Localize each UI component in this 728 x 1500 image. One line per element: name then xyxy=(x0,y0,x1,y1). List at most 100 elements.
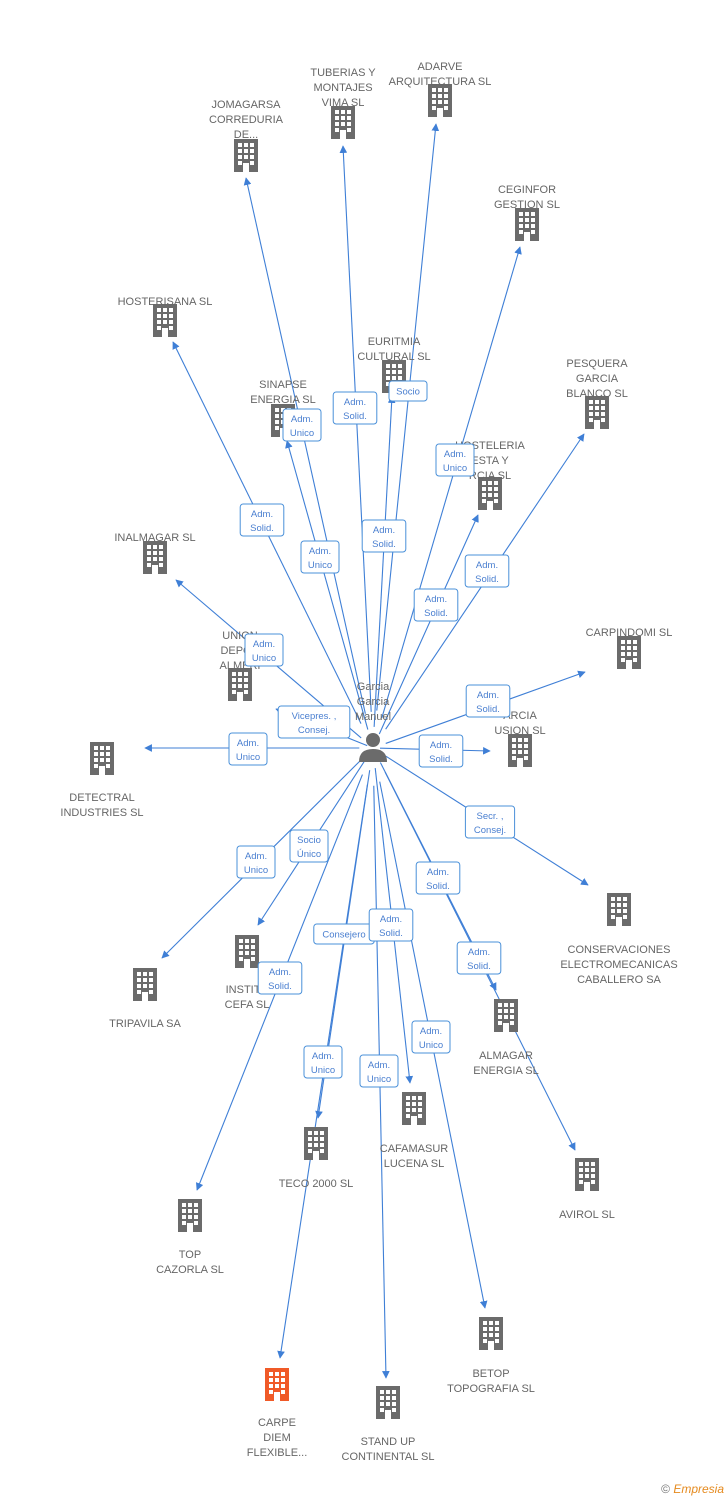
company-label-garciafusion: ARCIA xyxy=(503,710,537,722)
company-label-adarve: ADARVE xyxy=(417,61,462,73)
role-text: Adm. xyxy=(245,851,267,862)
role-badge-standup[interactable]: Adm.Unico xyxy=(359,1054,399,1088)
role-box xyxy=(244,633,284,667)
company-label-ceginfor: CEGINFOR xyxy=(498,184,556,196)
center-person-label: Manuel xyxy=(355,711,391,723)
role-badge-carpediem[interactable]: Consejero xyxy=(313,923,375,945)
company-label-tuberias: MONTAJES xyxy=(313,82,372,94)
role-badge-adarve[interactable]: Socio xyxy=(388,380,428,402)
role-text: Adm. xyxy=(269,967,291,978)
role-badge-inalmagar[interactable]: Adm.Unico xyxy=(244,633,284,667)
company-node-carpediem[interactable]: CARPEDIEMFLEXIBLE... xyxy=(247,1368,308,1459)
role-badge-sinapse[interactable]: Adm.Unico xyxy=(282,408,322,442)
building-icon xyxy=(143,541,167,574)
role-badge-detectral[interactable]: Adm.Unico xyxy=(228,732,268,766)
company-label-detectral: DETECTRAL xyxy=(69,792,134,804)
role-box xyxy=(282,408,322,442)
footer-brand: © Empresia xyxy=(661,1482,724,1496)
role-box xyxy=(435,443,475,477)
edge-adarve xyxy=(376,123,440,711)
company-label-tripavila: TRIPAVILA SA xyxy=(109,1018,181,1030)
company-label-standup: STAND UP xyxy=(361,1436,416,1448)
role-badge-union[interactable]: Vicepres. ,Consej. xyxy=(277,705,351,739)
brand-logo[interactable]: Empresia xyxy=(673,1482,724,1496)
company-label-hosteleria: ESTA Y xyxy=(471,455,509,467)
company-node-inalmagar[interactable]: INALMAGAR SL xyxy=(114,532,196,574)
role-badge-hosterisana[interactable]: Adm.Solid. xyxy=(239,503,285,537)
role-text: Solid. xyxy=(343,411,367,422)
role-badge-euritmia[interactable]: Adm.Solid. xyxy=(332,391,378,425)
edge-tuberias xyxy=(339,145,372,712)
role-text: Único xyxy=(297,849,321,860)
role-text: Unico xyxy=(367,1074,391,1085)
role-badge-top[interactable]: Adm.Solid. xyxy=(257,961,303,995)
role-badge-teco2[interactable]: Adm.Unico xyxy=(303,1045,343,1079)
role-text: Adm. xyxy=(309,546,331,557)
company-label-carpediem: FLEXIBLE... xyxy=(247,1447,308,1459)
role-badge-jomagarsa[interactable]: Adm. Unico xyxy=(300,540,340,574)
role-badge-avirol[interactable]: Adm.Solid. xyxy=(456,941,502,975)
role-badge-pesquera[interactable]: Adm.Solid. xyxy=(464,554,510,588)
role-text: Solid. xyxy=(372,539,396,550)
copyright-icon: © xyxy=(661,1482,670,1496)
company-label-tuberias: VIMA SL xyxy=(322,97,365,109)
company-label-inalmagar: INALMAGAR SL xyxy=(114,532,195,544)
company-node-hosterisana[interactable]: HOSTERISANA SL xyxy=(118,296,213,337)
company-label-standup: CONTINENTAL SL xyxy=(342,1451,435,1463)
role-box xyxy=(239,503,285,537)
company-label-carpediem: DIEM xyxy=(263,1432,291,1444)
building-icon xyxy=(585,396,609,429)
company-node-conservaciones[interactable]: CONSERVACIONESELECTROMECANICASCABALLERO … xyxy=(560,893,678,986)
role-text: Adm. xyxy=(291,414,313,425)
role-badge-cafamasur[interactable]: Adm.Unico xyxy=(411,1020,451,1054)
role-badge-almagar[interactable]: Adm.Solid. xyxy=(415,861,461,895)
role-badge-garciafusion[interactable]: Adm.Solid. xyxy=(418,734,464,768)
building-icon xyxy=(234,139,258,172)
company-node-teco[interactable]: TECO 2000 SL xyxy=(279,1127,354,1190)
company-node-tuberias[interactable]: TUBERIAS Y MONTAJES VIMA SL xyxy=(310,67,376,139)
role-text: Adm. xyxy=(253,639,275,650)
role-box xyxy=(332,391,378,425)
role-badge-teco[interactable]: Adm.Solid. xyxy=(368,908,414,942)
role-badge-tripavila[interactable]: Adm. Unico xyxy=(236,845,276,879)
role-text: Socio xyxy=(396,387,420,398)
company-label-jomagarsa: DE... xyxy=(234,129,258,141)
building-icon xyxy=(617,636,641,669)
company-node-tripavila[interactable]: TRIPAVILA SA xyxy=(109,968,182,1030)
company-label-tuberias: TUBERIAS Y xyxy=(310,67,376,79)
role-badge-ceginfor[interactable]: Adm.Unico xyxy=(435,443,475,477)
role-badge-conservaciones[interactable]: Secr. ,Consej. xyxy=(464,805,516,839)
role-text: Adm. xyxy=(430,740,452,751)
company-label-conservaciones: ELECTROMECANICAS xyxy=(560,959,677,971)
building-icon xyxy=(494,999,518,1032)
role-badge-carpindomi[interactable]: Adm.Solid. xyxy=(465,684,511,718)
company-node-standup[interactable]: STAND UP CONTINENTAL SL xyxy=(342,1386,435,1463)
company-node-avirol[interactable]: AVIROL SL xyxy=(559,1158,615,1221)
role-text: Unico xyxy=(311,1065,335,1076)
building-icon xyxy=(376,1386,400,1419)
role-badge-tuberias[interactable]: Adm.Solid. xyxy=(361,519,407,553)
role-text: Solid. xyxy=(476,704,500,715)
role-badge-hosteleria[interactable]: Adm.Solid. xyxy=(413,588,459,622)
role-box xyxy=(411,1020,451,1054)
company-node-carpindomi[interactable]: CARPINDOMI SL xyxy=(586,627,673,669)
role-text: Unico xyxy=(244,865,268,876)
role-text: Unico xyxy=(308,560,332,571)
building-icon xyxy=(607,893,631,926)
company-node-jomagarsa[interactable]: JOMAGARSACORREDURIADE... xyxy=(209,99,284,172)
